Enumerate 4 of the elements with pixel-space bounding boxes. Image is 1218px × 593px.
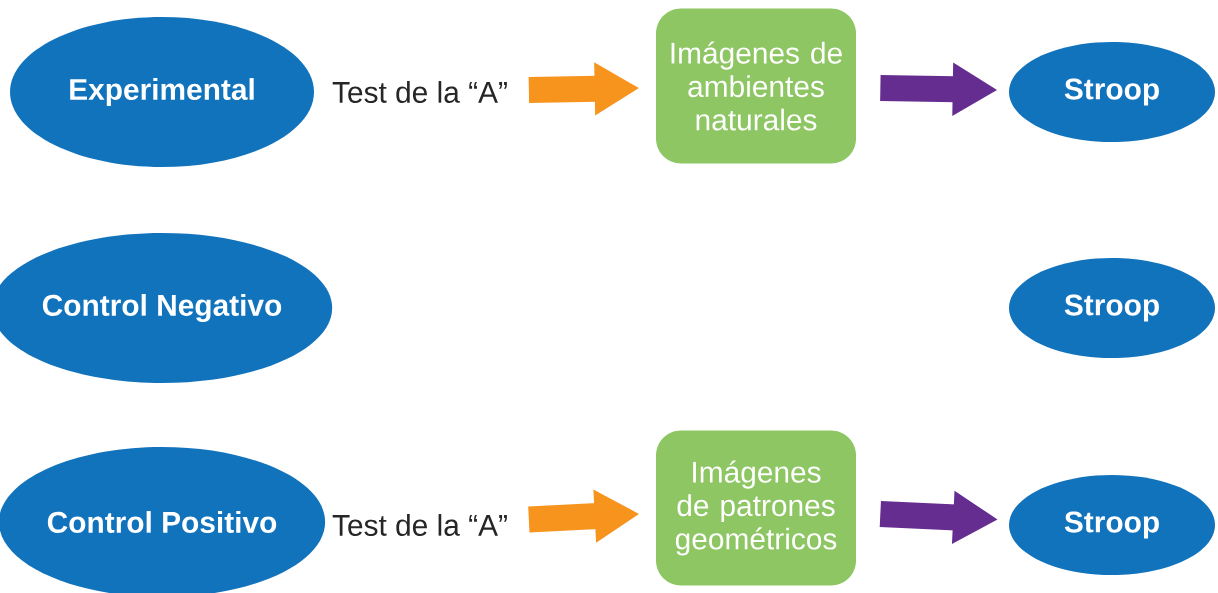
stimulus-box: Imágenes de ambientes naturales [656,8,856,164]
stimulus-box: Imágenes de patrones geométricos [656,430,856,586]
step-text: Test de la “A” [332,81,507,103]
step-text: Test de la “A” [332,514,507,536]
